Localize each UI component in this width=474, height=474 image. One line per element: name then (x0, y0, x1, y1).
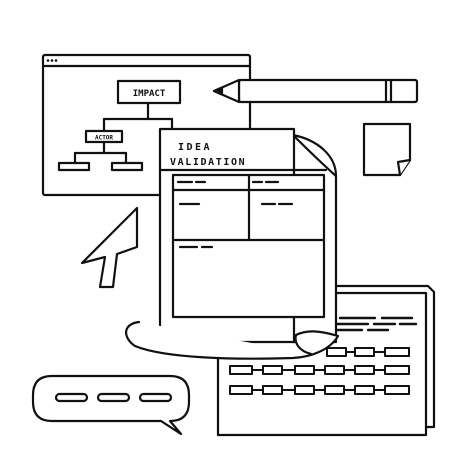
document-flow-rows (229, 347, 410, 395)
document-text-lines (332, 316, 418, 332)
pencil-icon (212, 78, 419, 104)
browser-window (41, 53, 252, 197)
cursor-arrow-icon (80, 206, 139, 289)
canvas-title-line1: IDEA (178, 142, 212, 153)
chat-bubble-icon (31, 374, 191, 436)
window-dots (46, 59, 58, 62)
actor-label: ACTOR (95, 135, 113, 142)
sticky-note-icon (362, 122, 412, 177)
canvas-title-line2: VALIDATION (170, 157, 246, 168)
impact-label: IMPACT (133, 89, 166, 99)
canvas-cell-scribbles (176, 180, 294, 249)
